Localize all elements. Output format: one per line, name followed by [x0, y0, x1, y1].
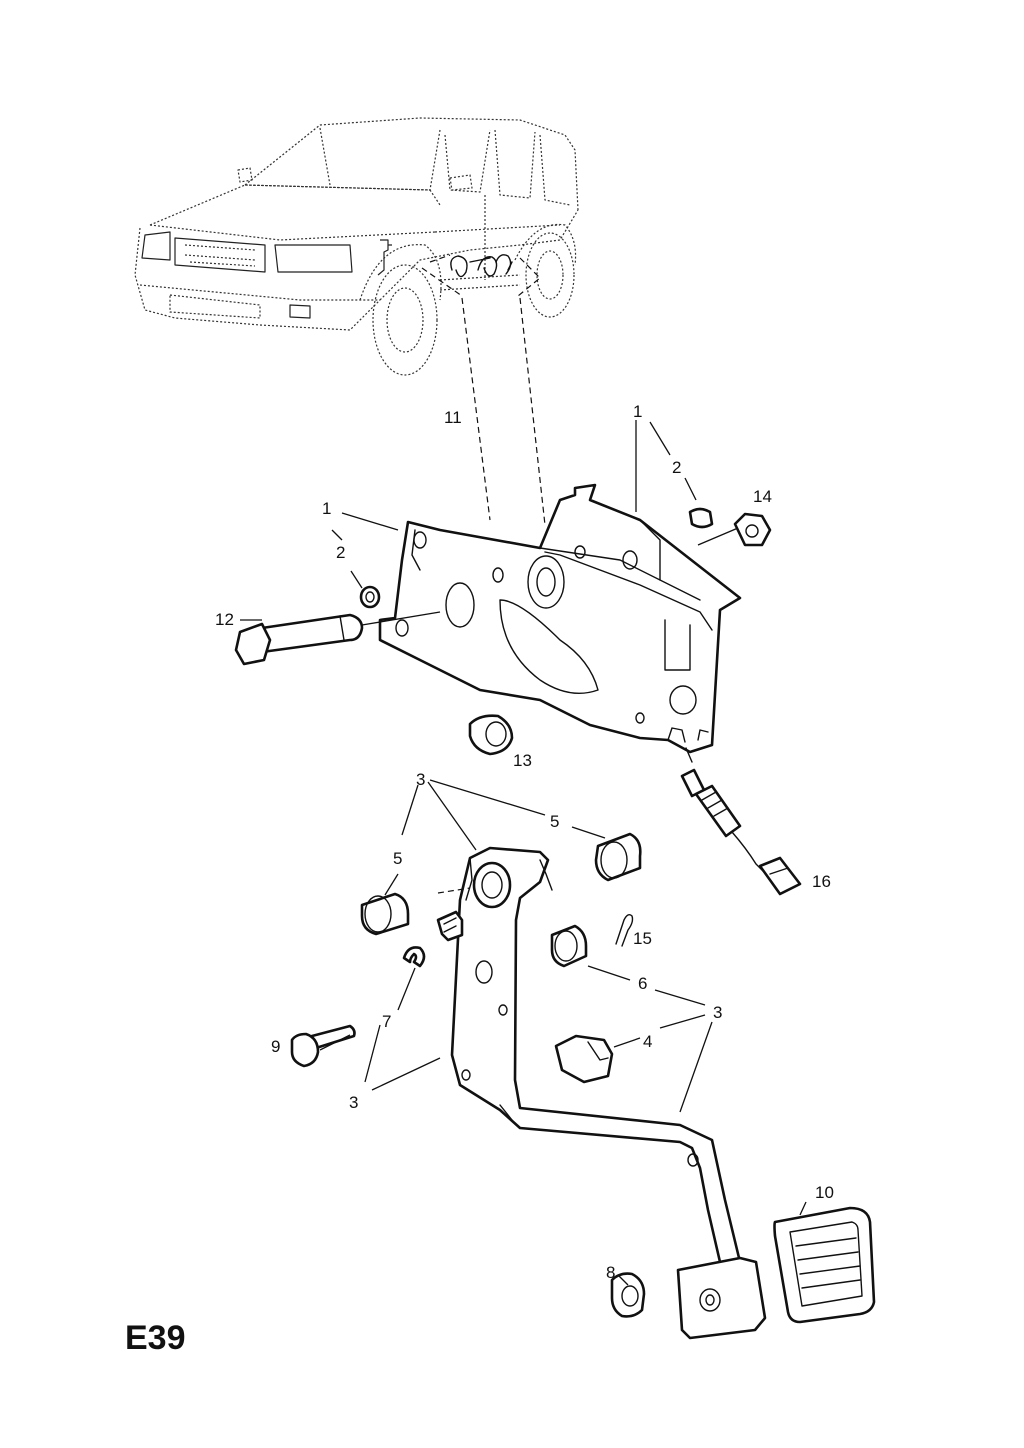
- callout-16: 16: [812, 872, 831, 891]
- callout-10: 10: [815, 1183, 834, 1202]
- pedal-bushing-right: [594, 832, 642, 882]
- callout-1-left: 1: [322, 499, 331, 518]
- callout-1-upper: 1: [633, 402, 642, 421]
- callout-3-top: 3: [416, 770, 425, 789]
- callout-15: 15: [633, 929, 652, 948]
- callout-3-right: 3: [713, 1003, 722, 1022]
- clevis-pin: [290, 1024, 356, 1068]
- brake-light-switch: [680, 747, 802, 896]
- callout-11: 11: [444, 408, 462, 427]
- callout-3-bottom: 3: [349, 1093, 358, 1112]
- pedal-bushing-left: [360, 892, 410, 936]
- bushing: [550, 924, 588, 968]
- pedal-bush: [610, 1272, 646, 1318]
- callout-2-upper: 2: [672, 458, 681, 477]
- vehicle-illustration: [134, 117, 579, 376]
- leader-lines: [240, 420, 807, 1286]
- pedal-bracket: [378, 483, 742, 754]
- callout-14: 14: [753, 487, 772, 506]
- bracket-bushing-right: [688, 507, 714, 529]
- callout-13: 13: [513, 751, 532, 770]
- callout-9: 9: [271, 1037, 280, 1056]
- nut: [733, 512, 772, 547]
- callout-4: 4: [643, 1032, 652, 1051]
- diagram-code: E39: [125, 1319, 186, 1357]
- callout-12: 12: [215, 610, 234, 629]
- callout-labels: 11 1 2 14 1 2 12 13 3 5 5 16 15 6 3 7 4 …: [215, 402, 834, 1282]
- split-pin: [615, 913, 634, 947]
- callout-5-left: 5: [393, 849, 402, 868]
- circlip: [402, 946, 426, 968]
- pedal-pad: [773, 1206, 876, 1324]
- callout-8: 8: [606, 1263, 615, 1282]
- pedal-stopper: [554, 1034, 614, 1084]
- clutch-pedal-arm: [437, 846, 742, 1264]
- callout-6: 6: [638, 974, 647, 993]
- callout-5-right: 5: [550, 812, 559, 831]
- pivot-bolt: [234, 611, 441, 666]
- lock-nut: [468, 714, 514, 756]
- callout-2-left: 2: [336, 543, 345, 562]
- pedal-plate: [676, 1256, 767, 1340]
- retaining-clip: [436, 910, 464, 942]
- callout-7: 7: [382, 1012, 391, 1031]
- bracket-bushing-left: [359, 585, 381, 609]
- return-spring: [421, 254, 546, 526]
